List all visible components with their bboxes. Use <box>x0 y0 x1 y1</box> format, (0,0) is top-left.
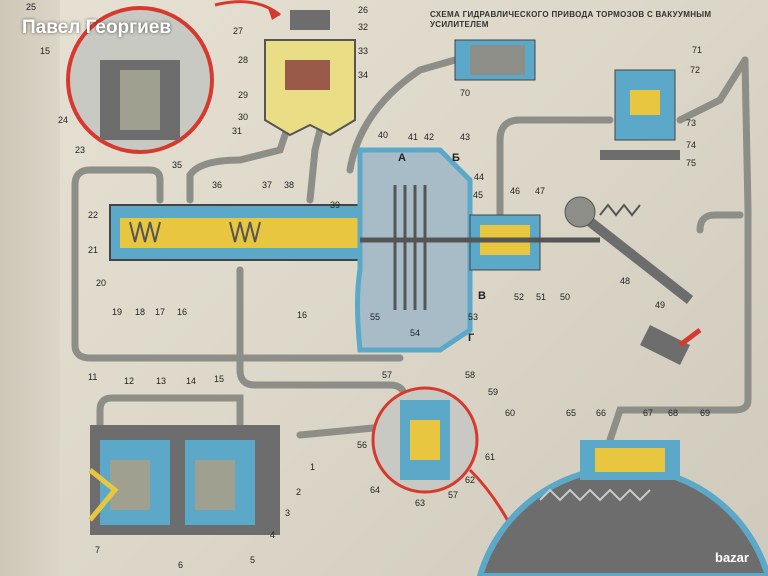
left-margin-text-strip <box>0 0 60 576</box>
part-label: 6 <box>178 560 184 570</box>
chamber-label: Б <box>452 152 460 164</box>
part-label: 39 <box>330 200 341 210</box>
part-label: 75 <box>686 158 697 168</box>
part-label: 56 <box>357 440 368 450</box>
part-label: 4 <box>270 530 276 540</box>
part-label: 2 <box>296 487 302 497</box>
part-label: 34 <box>358 70 369 80</box>
part-label: 3 <box>285 508 291 518</box>
part-label: 51 <box>536 292 547 302</box>
part-label: 59 <box>488 387 499 397</box>
chamber-label: В <box>478 290 486 302</box>
part-label: 27 <box>233 26 244 36</box>
part-label: 47 <box>535 186 546 196</box>
part-label: 23 <box>75 145 86 155</box>
part-label: 68 <box>668 408 679 418</box>
chamber-label: А <box>398 152 406 164</box>
part-label: 48 <box>620 276 631 286</box>
part-label: 28 <box>238 55 249 65</box>
part-label: 11 <box>88 372 98 382</box>
part-label: 46 <box>510 186 521 196</box>
part-label: 63 <box>415 498 426 508</box>
part-label: 29 <box>238 90 249 100</box>
part-label: 57 <box>448 490 459 500</box>
part-label: 36 <box>212 180 223 190</box>
part-label: 72 <box>690 65 701 75</box>
part-label: 66 <box>596 408 607 418</box>
part-label: 70 <box>460 88 471 98</box>
part-label: 17 <box>155 307 166 317</box>
part-label: 13 <box>156 376 167 386</box>
part-label: 32 <box>358 22 369 32</box>
part-label: 43 <box>460 132 471 142</box>
part-label: 33 <box>358 46 369 56</box>
part-label: 54 <box>410 328 421 338</box>
part-label: 35 <box>172 160 183 170</box>
site-logo: bazar <box>715 550 749 565</box>
part-label: 21 <box>88 245 99 255</box>
part-label: 26 <box>358 5 369 15</box>
part-label: 30 <box>238 112 249 122</box>
part-label: 5 <box>250 555 256 565</box>
part-label: 20 <box>96 278 107 288</box>
part-label: 65 <box>566 408 577 418</box>
part-label: 31 <box>232 126 243 136</box>
part-label: 24 <box>58 115 69 125</box>
part-label: 53 <box>468 312 479 322</box>
part-label: 12 <box>124 376 135 386</box>
part-label: 57 <box>382 370 393 380</box>
brake-pedal <box>571 206 694 304</box>
part-label: 38 <box>284 180 295 190</box>
reservoir-cap <box>290 10 330 30</box>
part-label: 1 <box>310 462 316 472</box>
part-label: 14 <box>186 376 197 386</box>
chamber-label: Г <box>468 332 475 344</box>
part-label: 58 <box>465 370 476 380</box>
part-label: 41 <box>408 132 419 142</box>
part-label: 74 <box>686 140 697 150</box>
part-label: 25 <box>26 2 37 12</box>
part-label: 60 <box>505 408 516 418</box>
part-label: 40 <box>378 130 389 140</box>
part-label: 37 <box>262 180 273 190</box>
part-label: 64 <box>370 485 381 495</box>
part-label: 45 <box>473 190 484 200</box>
part-label: 42 <box>424 132 435 142</box>
part-label: 15 <box>214 374 225 384</box>
part-label: 16 <box>177 307 188 317</box>
part-label: 22 <box>88 210 99 220</box>
part-label: 16 <box>297 310 308 320</box>
author-watermark: Павел Георгиев <box>22 17 171 38</box>
part-label: 19 <box>112 307 123 317</box>
part-label: 61 <box>485 452 496 462</box>
part-label: 55 <box>370 312 381 322</box>
part-label: 62 <box>465 475 476 485</box>
part-label: 49 <box>655 300 666 310</box>
part-label: 73 <box>686 118 697 128</box>
part-label: 44 <box>474 172 485 182</box>
part-label: 50 <box>560 292 571 302</box>
part-label: 52 <box>514 292 525 302</box>
diagram-title: СХЕМА ГИДРАВЛИЧЕСКОГО ПРИВОДА ТОРМОЗОВ С… <box>430 10 712 29</box>
part-label: 15 <box>40 46 51 56</box>
part-label: 7 <box>95 545 101 555</box>
part-label: 67 <box>643 408 654 418</box>
part-label: 69 <box>700 408 711 418</box>
part-label: 71 <box>692 45 703 55</box>
part-label: 18 <box>135 307 146 317</box>
